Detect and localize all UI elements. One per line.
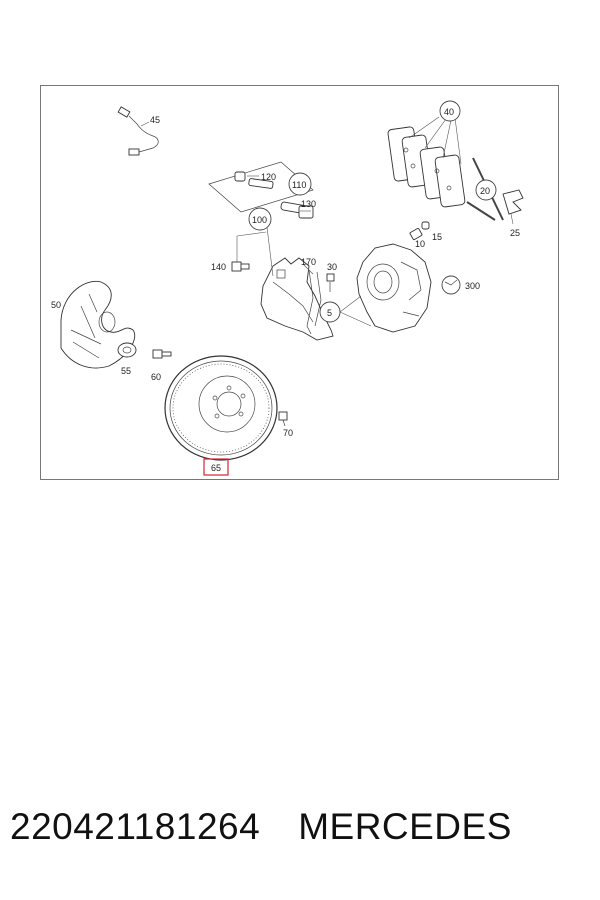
exploded-brake-diagram: 45 40 110 120 130 20 25 bbox=[51, 100, 524, 476]
callout-110[interactable]: 110 bbox=[292, 180, 306, 190]
part-110-guide-pin-kit[interactable] bbox=[208, 161, 314, 219]
callout-5[interactable]: 5 bbox=[327, 308, 332, 318]
part-70-disc-screw[interactable] bbox=[278, 411, 288, 427]
parts-diagram-frame: 45 40 110 120 130 20 25 bbox=[40, 85, 559, 480]
part-15-bleeder-cap[interactable] bbox=[421, 221, 430, 230]
callout-120[interactable]: 120 bbox=[261, 172, 276, 182]
callout-50[interactable]: 50 bbox=[51, 300, 61, 310]
callout-40-circle bbox=[439, 100, 461, 122]
part-60-hub-bolt[interactable] bbox=[152, 349, 172, 359]
callout-20[interactable]: 20 bbox=[480, 186, 490, 196]
part-40-brake-pads[interactable] bbox=[387, 116, 466, 208]
callout-140[interactable]: 140 bbox=[211, 262, 226, 272]
callout-40[interactable]: 40 bbox=[444, 107, 454, 117]
part-55-washer[interactable] bbox=[117, 342, 137, 358]
part-25-spring-clip[interactable] bbox=[502, 189, 524, 225]
callout-65-highlight-box bbox=[203, 458, 229, 476]
part-5-brake-caliper[interactable] bbox=[339, 243, 432, 333]
brand-text: MERCEDES bbox=[298, 806, 512, 847]
callout-65[interactable]: 65 bbox=[211, 463, 221, 473]
part-10-bleeder-screw[interactable] bbox=[409, 227, 423, 241]
part-45-wear-sensor[interactable] bbox=[117, 106, 159, 156]
part-65-brake-disc[interactable] bbox=[164, 355, 278, 461]
footer-caption: 220421181264 MERCEDES bbox=[10, 806, 512, 848]
callout-10[interactable]: 10 bbox=[415, 239, 425, 249]
callout-100[interactable]: 100 bbox=[252, 215, 267, 225]
callout-5-circle bbox=[319, 301, 341, 323]
part-300-repair-kit[interactable] bbox=[441, 275, 461, 295]
callout-130[interactable]: 130 bbox=[301, 199, 316, 209]
callout-25[interactable]: 25 bbox=[510, 228, 520, 238]
callout-300[interactable]: 300 bbox=[465, 281, 480, 291]
callout-100-circle bbox=[248, 207, 272, 231]
callout-70[interactable]: 70 bbox=[283, 428, 293, 438]
part-50-dust-shield[interactable] bbox=[60, 280, 136, 369]
callout-20-circle bbox=[475, 179, 497, 201]
callout-15[interactable]: 15 bbox=[432, 232, 442, 242]
callout-55[interactable]: 55 bbox=[121, 366, 131, 376]
callout-45[interactable]: 45 bbox=[150, 115, 160, 125]
callout-170[interactable]: 170 bbox=[301, 257, 316, 267]
part-number-text: 220421181264 bbox=[10, 806, 261, 847]
part-140-bracket-bolt[interactable] bbox=[231, 261, 250, 272]
part-170-caliper-spring[interactable] bbox=[302, 263, 322, 335]
part-100-caliper-bracket[interactable] bbox=[236, 218, 334, 341]
part-30-caliper-bolt[interactable] bbox=[326, 273, 335, 292]
callout-110-circle bbox=[288, 172, 312, 196]
callout-30[interactable]: 30 bbox=[327, 262, 337, 272]
callout-60[interactable]: 60 bbox=[151, 372, 161, 382]
